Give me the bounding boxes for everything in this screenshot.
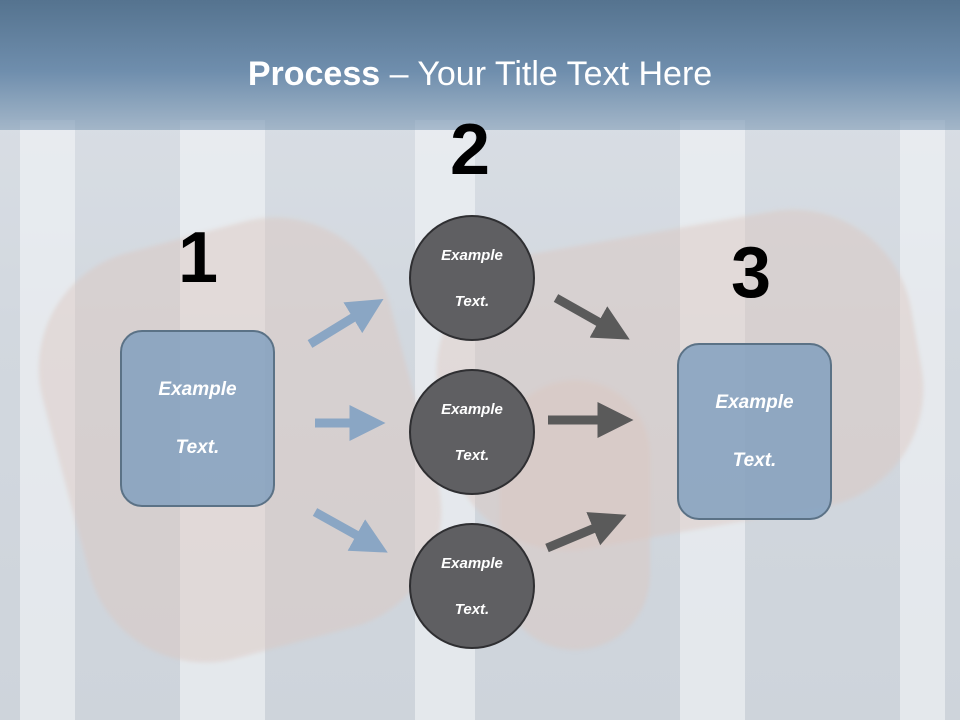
left-box-line1: Example (158, 379, 237, 400)
header-band (0, 0, 960, 130)
arrow-right-lower (545, 512, 627, 553)
arrow-left-lower (312, 508, 388, 553)
arrow-left-upper (307, 298, 384, 348)
bar (20, 120, 75, 720)
right-box-line2: Text. (732, 450, 777, 471)
left-box-line2: Text. (175, 437, 220, 458)
circle-top-line1: Example (441, 246, 503, 264)
circle-middle-line1: Example (441, 400, 503, 418)
title-rest: – Your Title Text Here (380, 55, 713, 93)
arrow-right-upper (553, 294, 630, 340)
slide-title: Process – Your Title Text Here (0, 50, 960, 98)
bar (900, 120, 945, 720)
circle-bottom-line1: Example (441, 554, 503, 572)
right-box-line1: Example (715, 392, 794, 413)
title-bold: Process (247, 55, 381, 93)
step-number-2: 2 (450, 110, 491, 190)
step-number-1: 1 (178, 218, 219, 298)
step-number-3: 3 (731, 233, 772, 313)
circle-bottom-line2: Text. (454, 600, 490, 618)
circle-top-line2: Text. (454, 292, 490, 310)
circle-middle-line2: Text. (454, 446, 490, 464)
